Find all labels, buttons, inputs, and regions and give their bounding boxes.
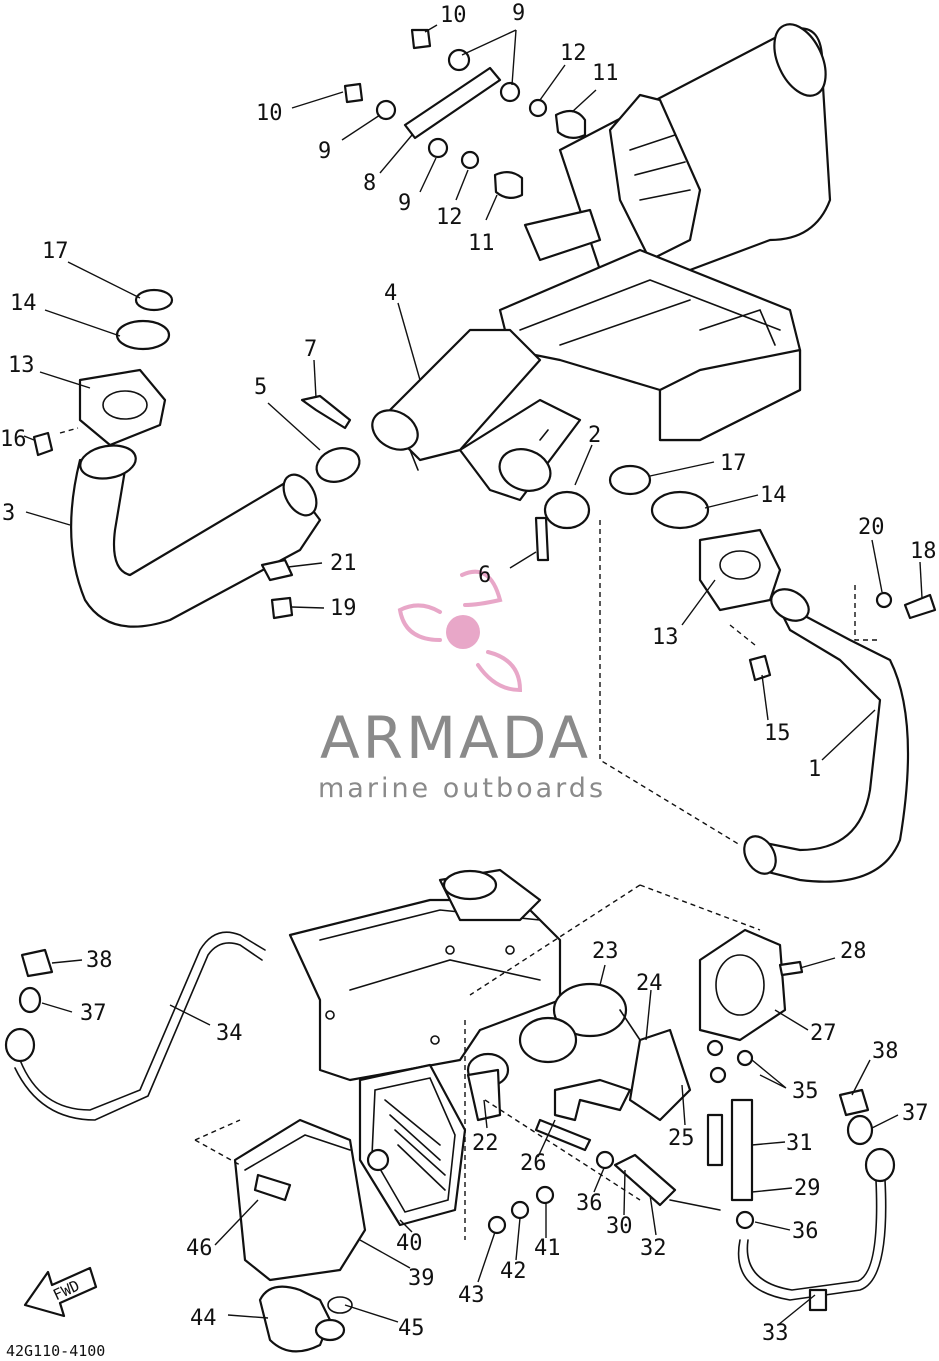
callout-label: 22 [472,1131,499,1156]
callout-label: 29 [794,1176,821,1201]
callout-label: 18 [910,539,937,564]
callout-label: 9 [398,191,411,216]
callout-label: 6 [478,563,491,588]
intake-manifold [288,868,562,1082]
callout-label: 23 [592,939,619,964]
callout-label: 17 [720,451,747,476]
callout-label: 7 [304,337,317,362]
callout-label: 35 [792,1079,819,1104]
exhaust-pipe-right [599,464,937,883]
callout-label: 28 [840,939,867,964]
callout-label: 13 [8,353,35,378]
callout-label: 38 [872,1039,899,1064]
callout-label: 9 [318,139,331,164]
callout-label: 15 [764,721,791,746]
callout-label: 37 [80,1001,107,1026]
callout-label: 10 [256,101,283,126]
callout-label: 30 [606,1214,633,1239]
fuel-hose-left [4,931,266,1121]
air-filter [233,1063,467,1282]
forward-arrow-icon: FWD [23,1266,98,1318]
callout-label: 20 [858,515,885,540]
callout-label: 27 [810,1021,837,1046]
callout-label: 16 [0,427,27,452]
callout-label: 21 [330,551,357,576]
propeller-logo-icon [397,569,523,693]
callout-label: 43 [458,1283,485,1308]
diagram-code: 42G110-4100 [6,1342,105,1360]
callout-label: 25 [668,1126,695,1151]
armada-logo: ARMADA marine outboards [318,569,606,804]
muffler-assembly [371,23,832,502]
fuel-pump [628,928,804,1122]
callout-label: 38 [86,948,113,973]
leader-lines [23,24,923,1326]
callout-label: 11 [468,231,495,256]
callout-label: 32 [640,1236,667,1261]
small-fasteners [487,1185,555,1235]
callout-label: 17 [42,239,69,264]
callout-label: 14 [10,291,37,316]
watermark-tagline: marine outboards [318,773,606,804]
intake-hose [258,1285,353,1353]
callout-label: 2 [588,423,601,448]
callout-label: 3 [2,501,15,526]
callout-label: 1 [808,757,821,782]
callout-label: 14 [760,483,787,508]
callout-label: 36 [576,1191,603,1216]
callout-label: 45 [398,1316,425,1341]
callout-label: 31 [786,1131,813,1156]
callout-label: 33 [762,1321,789,1346]
callout-label: 19 [330,596,357,621]
callout-label: 41 [534,1236,561,1261]
callout-label: 10 [440,3,467,28]
callout-label: 13 [652,625,679,650]
callout-label: 46 [186,1236,213,1261]
callout-label: 37 [902,1101,929,1126]
callout-label: 8 [363,171,376,196]
callout-label: 11 [592,61,619,86]
callout-label: 34 [216,1021,243,1046]
callout-label: 39 [408,1266,435,1291]
callout-label: 9 [512,1,525,26]
callout-label: 12 [560,41,587,66]
callout-label: 44 [190,1306,217,1331]
callout-label: 12 [436,205,463,230]
callout-label: 40 [396,1231,423,1256]
fuel-hoses [534,1078,896,1312]
exhaust-pipe-left [32,288,591,628]
carburetor [466,982,641,1122]
callout-label: 42 [500,1259,527,1284]
callout-label: 26 [520,1151,547,1176]
mounting-hardware [343,28,587,199]
callout-label: 5 [254,375,267,400]
callout-label: 4 [384,281,397,306]
callout-label: 36 [792,1219,819,1244]
callout-label: 24 [636,971,663,996]
watermark-brand: ARMADA [320,704,591,772]
